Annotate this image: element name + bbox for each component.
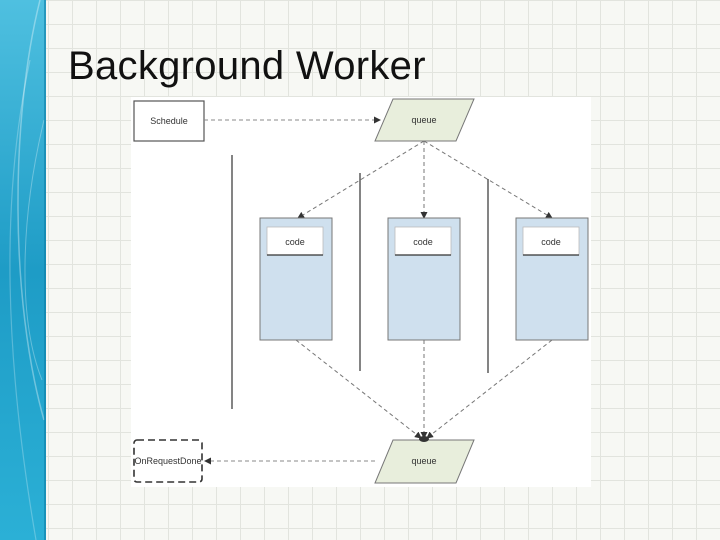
background-worker-diagram: Schedule queue code code code xyxy=(133,98,589,484)
queue-top-label: queue xyxy=(411,115,436,125)
code-label: code xyxy=(541,237,561,247)
code-3-to-queue-edge xyxy=(426,339,553,439)
schedule-label: Schedule xyxy=(150,116,188,126)
queue-to-code-3-edge xyxy=(423,140,553,219)
queue-to-code-1-edge xyxy=(297,140,425,219)
queue-top-node: queue xyxy=(374,98,475,142)
on-request-done-label: OnRequestDone xyxy=(134,456,201,466)
side-accent-band xyxy=(0,0,46,540)
code-block: code xyxy=(515,217,589,341)
code-block: code xyxy=(387,217,461,341)
slide-title: Background Worker xyxy=(68,44,426,88)
diagram-canvas xyxy=(131,97,591,487)
code-1-to-queue-edge xyxy=(295,339,422,439)
code-label: code xyxy=(413,237,433,247)
code-block: code xyxy=(259,217,333,341)
schedule-node: Schedule xyxy=(133,100,205,142)
on-request-done-node: OnRequestDone xyxy=(133,439,203,483)
code-label: code xyxy=(285,237,305,247)
queue-bottom-node: queue xyxy=(374,436,475,484)
queue-bottom-label: queue xyxy=(411,456,436,466)
